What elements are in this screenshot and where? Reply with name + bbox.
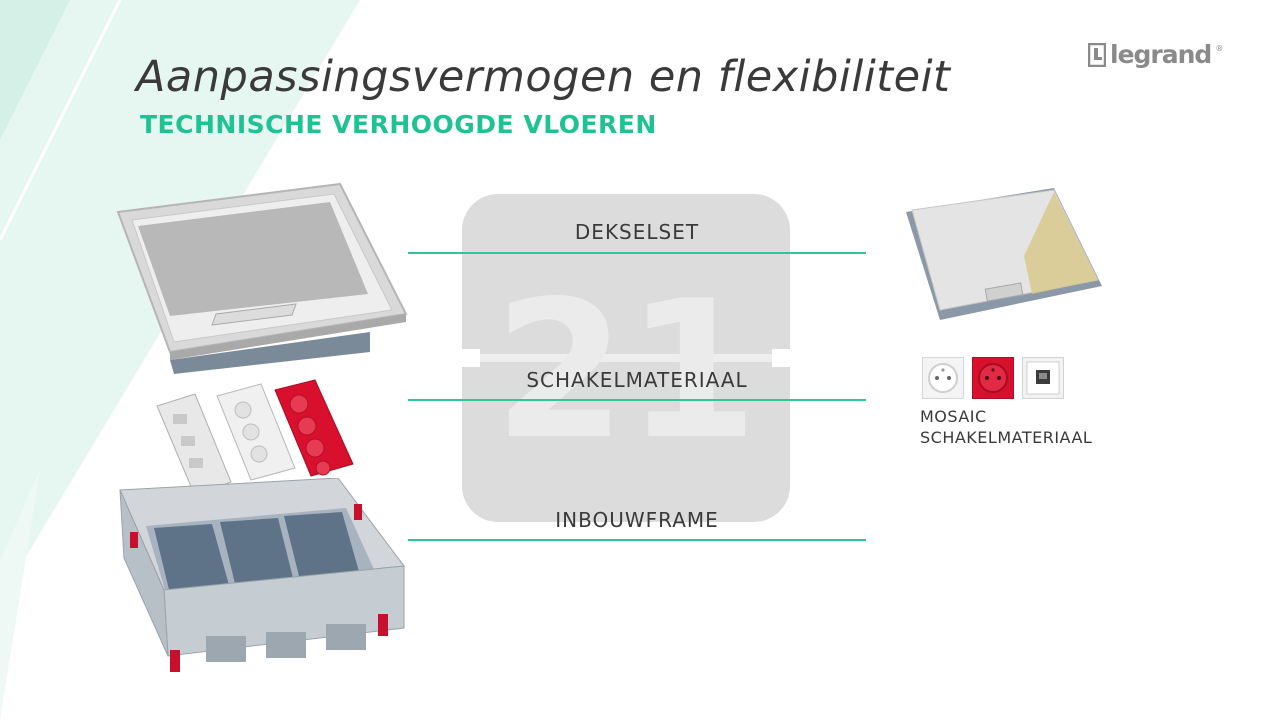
badge-number: 21 <box>494 260 758 481</box>
finished-cover-illustration <box>906 188 1102 320</box>
mosaic-label-line1: MOSAIC <box>920 407 987 426</box>
label-inbouwframe: INBOUWFRAME <box>555 508 719 532</box>
connector-line-schakelmateriaal <box>408 399 866 401</box>
label-schakelmateriaal: SCHAKELMATERIAAL <box>526 368 748 392</box>
mosaic-label-line2: SCHAKELMATERIAAL <box>920 428 1093 447</box>
legrand-mark-icon <box>1088 42 1106 67</box>
mounting-frame-illustration <box>119 478 405 672</box>
red-socket-icon <box>978 363 1008 393</box>
mosaic-red-socket <box>972 357 1014 399</box>
socket-modules-illustration <box>156 379 354 497</box>
logo-registered: ® <box>1215 44 1224 53</box>
mosaic-label: MOSAIC SCHAKELMATERIAAL <box>920 406 1092 448</box>
white-socket-icon <box>928 363 958 393</box>
cover-set-illustration <box>116 182 408 374</box>
mosaic-data-socket <box>1022 357 1064 399</box>
legrand-logo: legrand ® <box>1088 40 1223 69</box>
label-dekselset: DEKSELSET <box>574 220 700 244</box>
connector-line-inbouwframe <box>408 539 866 541</box>
rj45-socket-icon <box>1026 361 1060 395</box>
connector-line-dekselset <box>408 252 866 254</box>
page-title: Aanpassingsvermogen en flexibiliteit <box>136 52 951 102</box>
calendar-21-badge: 21 <box>462 194 790 522</box>
page-subtitle: TECHNISCHE VERHOOGDE VLOEREN <box>140 110 657 139</box>
logo-text: legrand <box>1110 40 1212 69</box>
mosaic-white-socket <box>922 357 964 399</box>
